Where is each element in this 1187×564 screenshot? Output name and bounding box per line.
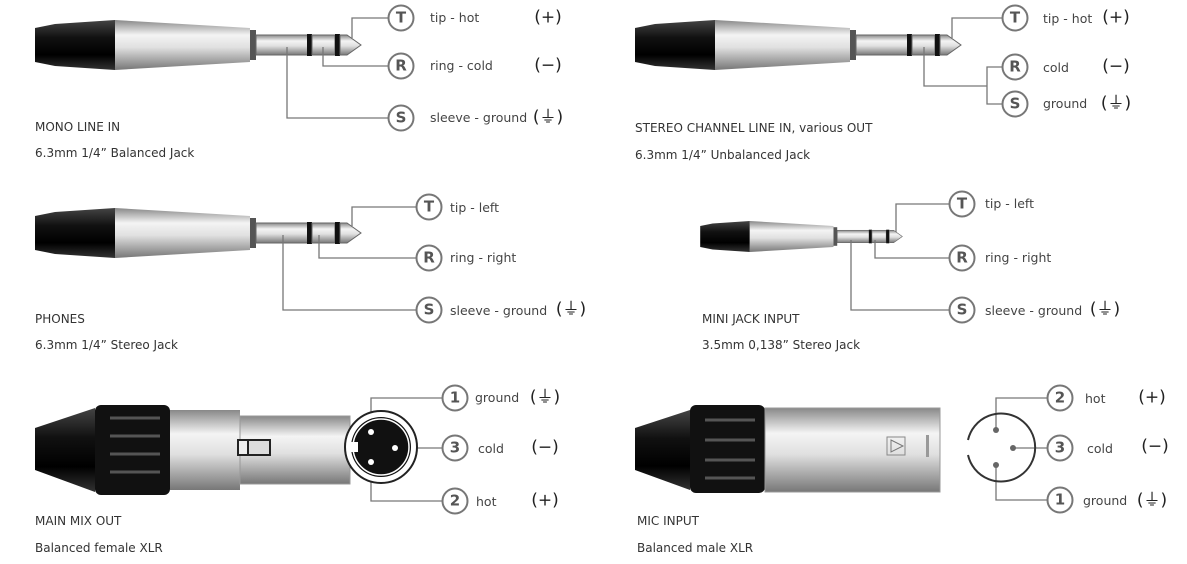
ground-icon: (⏚) <box>555 299 587 320</box>
pin-label: cold <box>1087 440 1113 456</box>
pin-label: sleeve - ground <box>430 109 528 125</box>
pin-label: tip - hot <box>1043 10 1093 26</box>
leader-lines <box>282 17 1047 502</box>
polarity-sign: (+) <box>531 490 559 511</box>
pin-label: hot <box>1085 390 1106 406</box>
pin-tip-marker: T <box>415 193 443 221</box>
ground-icon: (⏚) <box>1136 490 1168 511</box>
xlr-male-face <box>967 412 1037 483</box>
mono-jack-plug <box>34 19 362 71</box>
pin-2-marker: 2 <box>1046 384 1074 412</box>
pin-tip-marker: T <box>948 190 976 218</box>
panel-title: PHONES <box>35 312 85 326</box>
pin-tip-marker: T <box>387 4 415 32</box>
pin-ring-marker: R <box>948 244 976 272</box>
stereo-channel-jack-plug <box>634 19 962 71</box>
pin-sleeve-marker: S <box>387 104 415 132</box>
xlr-female-face <box>344 410 418 484</box>
pin-label: sleeve - ground <box>985 302 1083 318</box>
pin-label: sleeve - ground <box>450 302 548 318</box>
pin-label: ring - cold <box>430 57 493 73</box>
pin-label: cold <box>1043 59 1069 75</box>
mini-jack-plug <box>699 220 903 253</box>
pin-label: ring - right <box>450 249 517 265</box>
pin-label: ring - right <box>985 249 1052 265</box>
pin-3-marker: 3 <box>1046 434 1074 462</box>
phones-jack-plug <box>34 207 362 259</box>
panel-subtitle: Balanced female XLR <box>35 541 163 555</box>
pin-label: tip - left <box>985 195 1035 211</box>
panel-subtitle: 3.5mm 0,138” Stereo Jack <box>702 338 861 352</box>
polarity-sign: (−) <box>1141 436 1169 457</box>
pin-1-marker: 1 <box>1046 486 1074 514</box>
polarity-sign: (−) <box>531 437 559 458</box>
ground-icon: (⏚) <box>529 387 561 408</box>
pin-1-marker: 1 <box>441 384 469 412</box>
polarity-sign: (+) <box>1138 387 1166 408</box>
pin-label: tip - left <box>450 199 500 215</box>
pin-label: ground <box>1083 492 1128 508</box>
pin-label: cold <box>478 440 504 456</box>
pin-sleeve-marker: S <box>948 296 976 324</box>
xlr-female-plug <box>35 405 351 495</box>
panel-title: MIC INPUT <box>637 514 699 528</box>
polarity-sign: (+) <box>534 7 562 28</box>
pin-sleeve-marker: S <box>415 296 443 324</box>
panel-subtitle: 6.3mm 1/4” Balanced Jack <box>35 146 195 160</box>
panel-title: MAIN MIX OUT <box>35 514 122 528</box>
polarity-sign: (−) <box>534 55 562 76</box>
pin-label: hot <box>476 493 497 509</box>
panel-subtitle: 6.3mm 1/4” Stereo Jack <box>35 338 178 352</box>
pin-tip-marker: T <box>1001 4 1029 32</box>
pin-ring-marker: R <box>1001 53 1029 81</box>
panel-title: MINI JACK INPUT <box>702 312 800 326</box>
pin-label: tip - hot <box>430 9 480 25</box>
pin-sleeve-marker: S <box>1001 90 1029 118</box>
panel-subtitle: Balanced male XLR <box>637 541 754 555</box>
pin-ring-marker: R <box>415 244 443 272</box>
ground-icon: (⏚) <box>1089 299 1121 320</box>
xlr-male-plug <box>635 405 941 493</box>
pin-3-marker: 3 <box>441 434 469 462</box>
pin-label: ground <box>1043 95 1088 111</box>
pin-2-marker: 2 <box>441 487 469 515</box>
pin-label: ground <box>475 389 520 405</box>
panel-title: MONO LINE IN <box>35 120 121 134</box>
panel-subtitle: 6.3mm 1/4” Unbalanced Jack <box>635 148 811 162</box>
ground-icon: (⏚) <box>532 107 564 128</box>
ground-icon: (⏚) <box>1100 93 1132 114</box>
pin-ring-marker: R <box>387 52 415 80</box>
polarity-sign: (+) <box>1102 7 1130 28</box>
panel-title: STEREO CHANNEL LINE IN, various OUT <box>635 121 873 135</box>
polarity-sign: (−) <box>1102 56 1130 77</box>
